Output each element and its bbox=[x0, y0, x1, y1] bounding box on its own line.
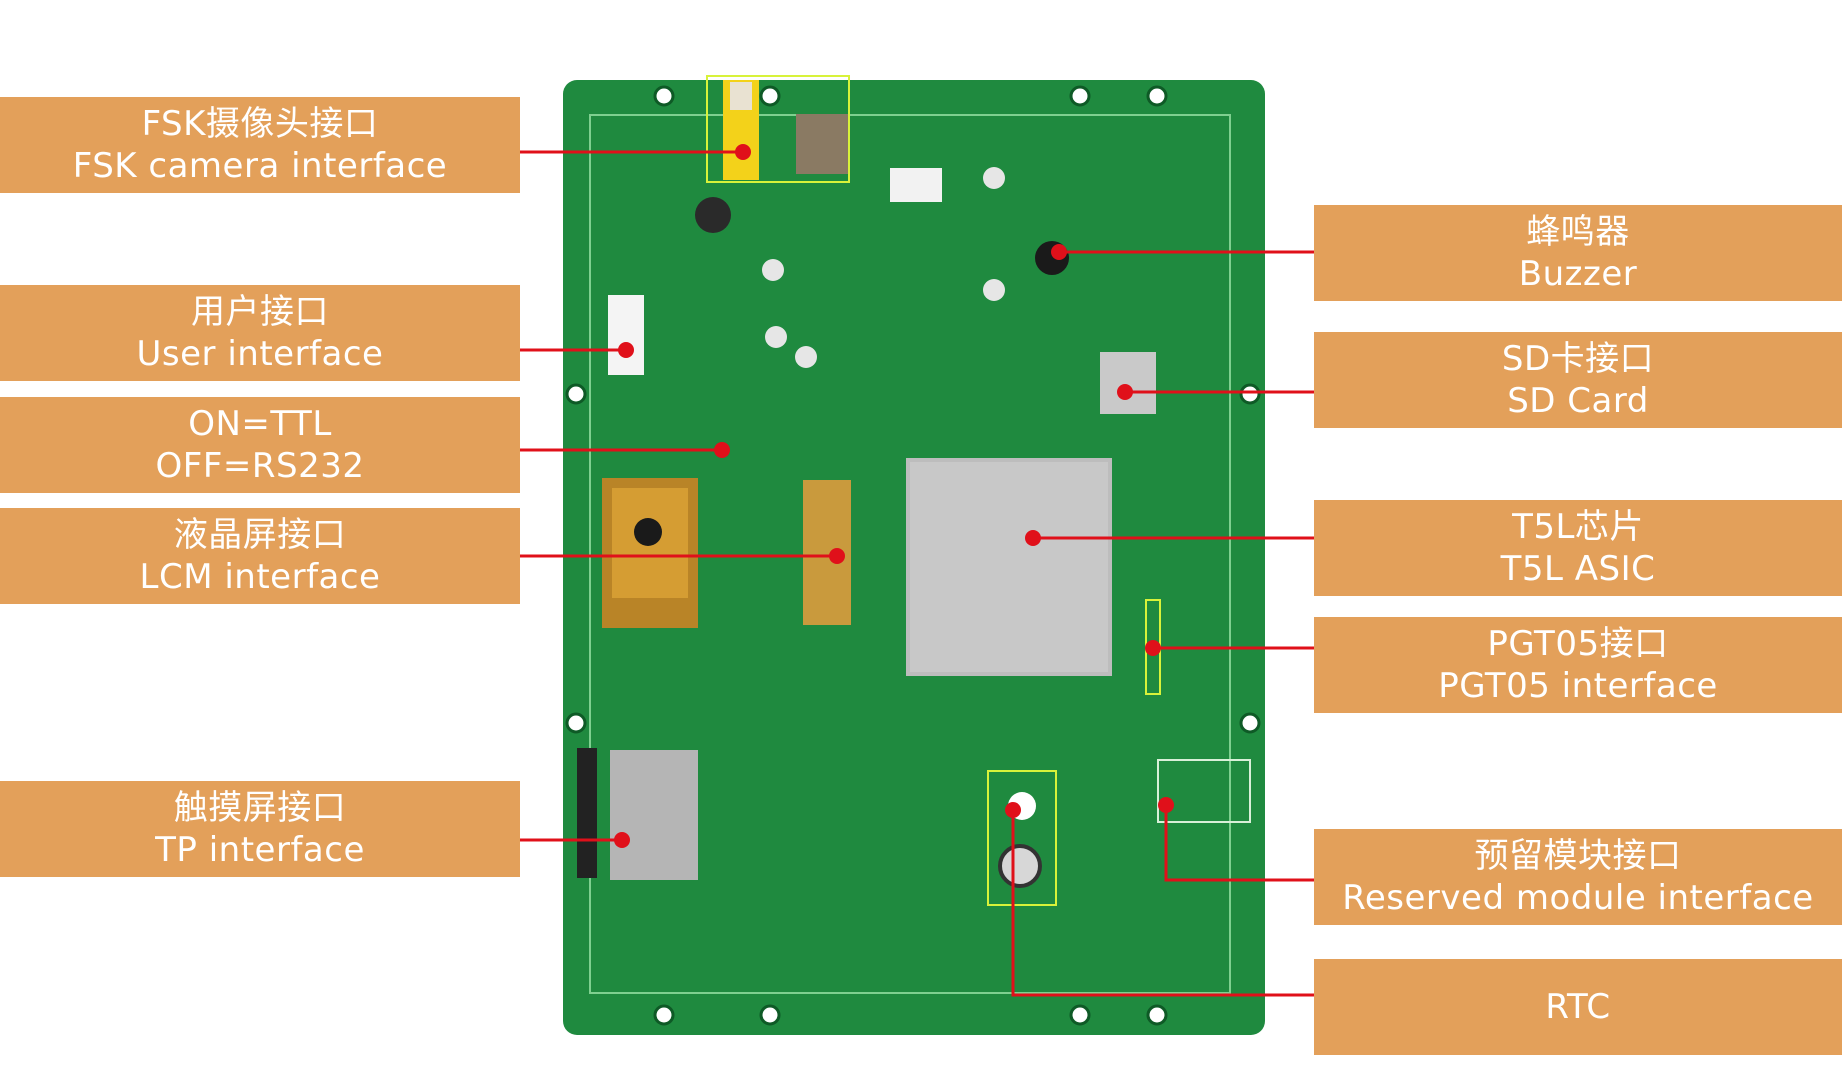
label-reserved-cn: 预留模块接口 bbox=[1474, 836, 1682, 876]
label-t5l-en: T5L ASIC bbox=[1500, 549, 1656, 589]
label-t5l-asic: T5L芯片 T5L ASIC bbox=[1314, 500, 1842, 596]
label-pgt-en: PGT05 interface bbox=[1438, 666, 1718, 706]
label-ttl-switch: ON=TTL OFF=RS232 bbox=[0, 397, 520, 493]
label-ttl-off: OFF=RS232 bbox=[155, 446, 365, 486]
mounting-holes bbox=[565, 85, 1261, 1026]
label-rtc-en: RTC bbox=[1545, 987, 1611, 1027]
label-ttl-on: ON=TTL bbox=[188, 404, 332, 444]
label-lcm-interface: 液晶屏接口 LCM interface bbox=[0, 508, 520, 604]
label-tp-en: TP interface bbox=[155, 830, 365, 870]
label-buzzer-en: Buzzer bbox=[1518, 254, 1638, 294]
fsk-highlight bbox=[706, 75, 850, 183]
pcb-inner-outline bbox=[589, 114, 1231, 994]
label-pgt-cn: PGT05接口 bbox=[1487, 624, 1669, 664]
label-sd-card: SD卡接口 SD Card bbox=[1314, 332, 1842, 428]
label-lcm-cn: 液晶屏接口 bbox=[173, 515, 347, 555]
label-user-cn: 用户接口 bbox=[191, 292, 329, 332]
label-sd-cn: SD卡接口 bbox=[1501, 339, 1655, 379]
label-tp-interface: 触摸屏接口 TP interface bbox=[0, 781, 520, 877]
label-sd-en: SD Card bbox=[1507, 381, 1649, 421]
pointer-reserved bbox=[1164, 805, 1314, 882]
label-tp-cn: 触摸屏接口 bbox=[173, 788, 347, 828]
pointer-rtc bbox=[1011, 810, 1314, 997]
tp-connector bbox=[577, 748, 597, 878]
label-fsk-camera: FSK摄像头接口 FSK camera interface bbox=[0, 97, 520, 193]
label-fsk-en: FSK camera interface bbox=[72, 146, 448, 186]
user-connector bbox=[608, 295, 644, 375]
label-lcm-en: LCM interface bbox=[139, 557, 381, 597]
label-buzzer: 蜂鸣器 Buzzer bbox=[1314, 205, 1842, 301]
pointer-lines bbox=[520, 150, 1314, 997]
rtc-highlight bbox=[987, 770, 1057, 906]
rtc-battery bbox=[998, 844, 1042, 888]
label-fsk-cn: FSK摄像头接口 bbox=[141, 104, 379, 144]
label-pgt05-interface: PGT05接口 PGT05 interface bbox=[1314, 617, 1842, 713]
sd-slot bbox=[1100, 352, 1156, 414]
label-user-interface: 用户接口 User interface bbox=[0, 285, 520, 381]
label-reserved-en: Reserved module interface bbox=[1342, 878, 1814, 918]
reserved-module bbox=[1157, 759, 1251, 823]
label-t5l-cn: T5L芯片 bbox=[1512, 507, 1644, 547]
pointer-dots bbox=[614, 144, 1174, 848]
label-rtc: RTC bbox=[1314, 959, 1842, 1055]
label-reserved-module: 预留模块接口 Reserved module interface bbox=[1314, 829, 1842, 925]
label-user-en: User interface bbox=[136, 334, 384, 374]
label-buzzer-cn: 蜂鸣器 bbox=[1526, 212, 1630, 252]
